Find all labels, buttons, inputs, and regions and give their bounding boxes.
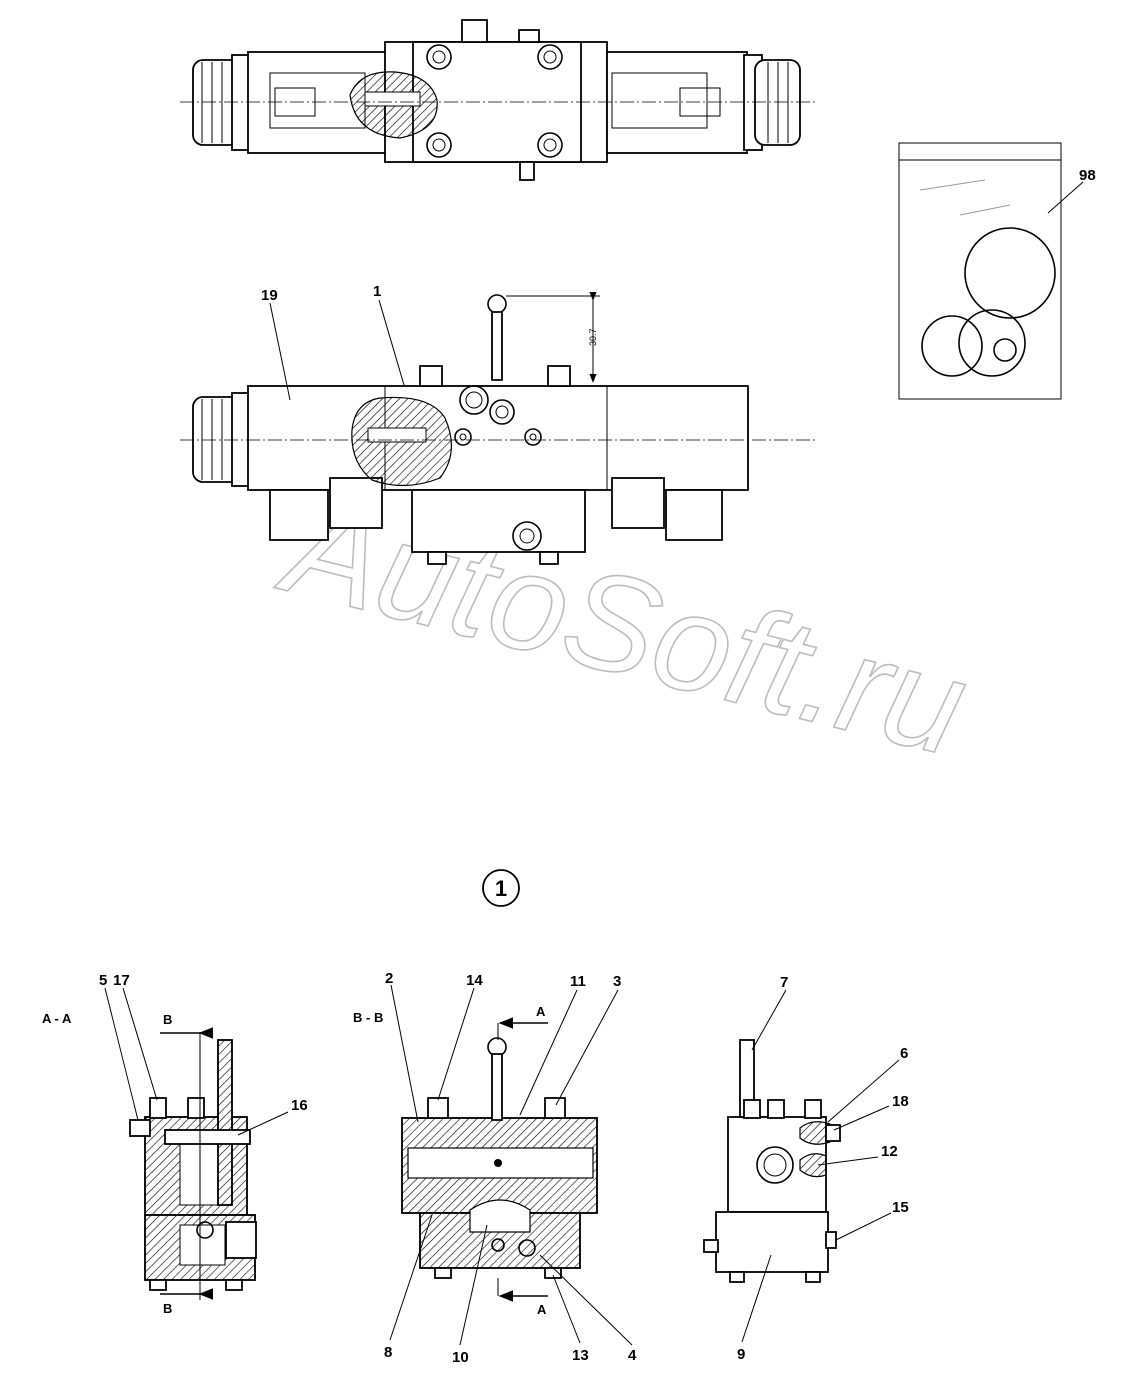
section-b-b: [401, 1017, 598, 1302]
callout-98: 98: [1079, 167, 1096, 184]
callout-5: 5: [99, 972, 107, 989]
callout-4: 4: [628, 1347, 637, 1364]
o-ring-small-icon: [993, 338, 1017, 362]
valve-top-view: [180, 19, 815, 181]
bolt-head-icon: [426, 44, 563, 158]
section-arrow-label-a-bottom: A: [537, 1302, 547, 1317]
callout-14: 14: [466, 972, 483, 989]
o-ring-medium-icon: [958, 309, 1026, 377]
callout-7: 7: [780, 974, 788, 991]
callout-2: 2: [385, 970, 393, 987]
o-ring-large-icon: [964, 227, 1056, 319]
section-title-b-b: B - B: [353, 1010, 383, 1025]
seal-kit-bag: [898, 142, 1084, 400]
valve-side-view: [703, 1039, 841, 1283]
section-arrow-label-b-bottom: B: [163, 1301, 172, 1316]
assembly-marker: 1: [482, 869, 520, 907]
dimension-label: 30.7: [588, 328, 598, 346]
callout-19: 19: [261, 287, 278, 304]
section-labels: A - A B - B B B A A: [42, 1004, 547, 1317]
valve-front-view: 30.7: [180, 291, 815, 565]
callout-17: 17: [113, 972, 130, 989]
o-ring-medium-icon: [921, 315, 983, 377]
callout-13: 13: [572, 1347, 589, 1364]
callout-9: 9: [737, 1346, 745, 1363]
callout-12: 12: [881, 1143, 898, 1160]
callout-6: 6: [900, 1045, 908, 1062]
callout-10: 10: [452, 1349, 469, 1366]
callout-labels: 19 1 98 5 17 16 2 14 11 3 7 6 18 12 15 8…: [99, 167, 1096, 1366]
assembly-number: 1: [495, 876, 507, 901]
section-title-a-a: A - A: [42, 1011, 72, 1026]
callout-15: 15: [892, 1199, 909, 1216]
section-arrow-label-b-top: B: [163, 1012, 172, 1027]
leader-lines: [104, 299, 900, 1346]
callout-16: 16: [291, 1097, 308, 1114]
section-arrow-label-a-top: A: [536, 1004, 546, 1019]
callout-1: 1: [373, 283, 381, 300]
section-a-a: [129, 1027, 257, 1300]
callout-8: 8: [384, 1344, 392, 1361]
callout-11: 11: [570, 973, 586, 990]
callout-3: 3: [613, 973, 621, 990]
callout-18: 18: [892, 1093, 909, 1110]
